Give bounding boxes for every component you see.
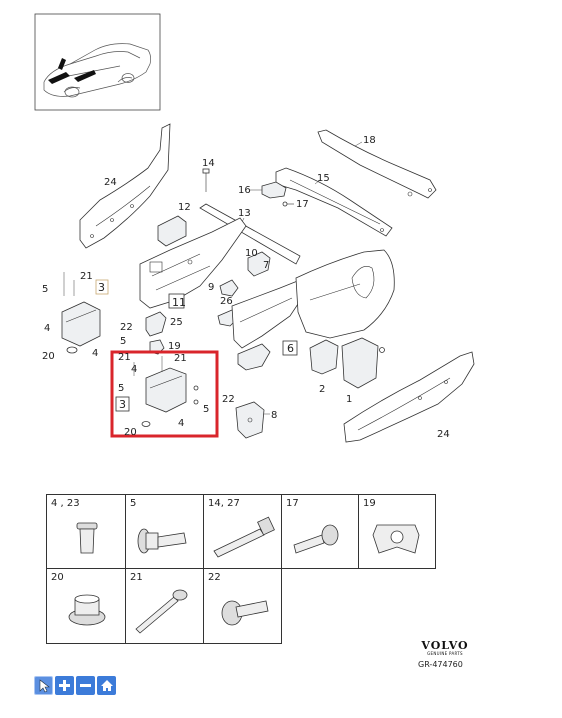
diagram-reference: GR-474760 [418,660,463,669]
legend-label: 21 [130,572,143,583]
pointer-button[interactable] [34,676,53,695]
callout-5-left-low: 5 [120,336,126,347]
callout-21-left: 21 [80,271,93,282]
callout-15: 15 [317,173,330,184]
highlighted-mount-group[interactable] [110,350,219,438]
legend-label: 4 , 23 [51,498,80,509]
callout-21-highlight-left: 21 [118,352,131,363]
legend-label: 22 [208,572,221,583]
callout-5-highlight-right: 5 [203,404,209,415]
bracket-9[interactable] [219,279,239,297]
zoom-in-icon [59,680,70,691]
callout-21-highlight-right: 21 [174,353,187,364]
zoom-out-button[interactable] [76,676,95,695]
stud-bolt-icon [135,589,188,634]
legend-cell-flange-nut[interactable]: 20 [46,568,126,644]
callout-16: 16 [238,185,251,196]
callout-5-highlight-left: 5 [118,383,124,394]
cross-member-18[interactable] [317,129,437,199]
callout-7: 7 [263,260,269,271]
legend-cell-rivet-nut[interactable]: 4 , 23 [46,494,126,569]
callout-3-left: 3 [98,281,105,294]
callout-17: 17 [296,199,309,210]
bracket-7[interactable] [247,251,271,277]
bar-13[interactable] [199,203,301,265]
engine-mount-3-left[interactable] [61,301,101,354]
hex-flange-bolt-icon [221,600,269,626]
home-button[interactable] [97,676,116,695]
callout-13: 13 [238,208,251,219]
callout-22-highlight: 22 [222,394,235,405]
legend-label: 14, 27 [208,498,240,509]
brand-subtitle: GENUINE PARTS [427,651,463,656]
mount-1[interactable] [341,337,385,389]
pointer-icon [39,678,50,692]
callout-18: 18 [363,135,376,146]
callout-9: 9 [208,282,214,293]
legend-label: 5 [130,498,137,509]
fastener-legend: 4 , 23 5 14, 27 17 19 2 [46,494,436,644]
legend-label: 17 [286,498,299,509]
callout-19: 19 [168,341,181,352]
callout-5-left-top: 5 [42,284,48,295]
lower-rail-24-right[interactable] [343,351,475,443]
radiator-support-15[interactable] [275,167,393,237]
bolt-14[interactable] [202,168,210,192]
callout-22-left: 22 [120,322,133,333]
callout-10: 10 [245,248,258,259]
mount-2[interactable] [309,339,339,375]
callout-24-right: 24 [437,429,450,440]
zoom-out-icon [80,684,91,687]
rivet-nut-icon [76,522,98,554]
wheel-apron-11[interactable] [139,217,247,309]
callout-26: 26 [220,296,233,307]
callout-1: 1 [346,394,352,405]
bracket-25[interactable] [145,311,167,337]
callout-25: 25 [170,317,183,328]
screw-icon [293,524,339,554]
callout-20-left: 20 [42,351,55,362]
legend-cell-clip[interactable]: 19 [358,494,436,569]
legend-label: 19 [363,498,376,509]
brand-logo-text: VOLVO [421,639,469,652]
callout-4-highlight-low: 4 [178,418,184,429]
legend-cell-flange-bolt[interactable]: 5 [125,494,204,569]
callout-12: 12 [178,202,191,213]
legend-cell-stud-bolt[interactable]: 21 [125,568,204,644]
screw-17[interactable] [282,201,294,207]
callout-14: 14 [202,158,215,169]
bracket-6-lower[interactable] [237,343,271,371]
bracket-8[interactable] [235,401,265,439]
home-icon [100,680,113,691]
legend-label: 20 [51,572,64,583]
upper-rail-24-left[interactable] [79,123,171,249]
long-bolt-icon [213,516,275,558]
clip-icon [372,524,420,554]
bracket-16[interactable] [261,181,287,199]
callout-2: 2 [319,384,325,395]
callout-20-highlight: 20 [124,427,137,438]
inner-apron[interactable] [231,279,307,349]
legend-cell-screw[interactable]: 17 [281,494,359,569]
bracket-12[interactable] [157,215,187,247]
callout-4-left: 4 [44,323,50,334]
legend-cell-long-bolt[interactable]: 14, 27 [203,494,282,569]
callout-8: 8 [271,410,277,421]
viewer-toolbar [34,676,116,696]
vehicle-thumbnail[interactable] [34,13,161,111]
flange-bolt-icon [137,528,187,554]
fender-panel-right[interactable] [295,249,395,339]
callout-6: 6 [287,342,294,355]
callout-11: 11 [172,296,186,309]
flange-nut-icon [68,594,106,626]
callout-3-highlight: 3 [119,398,126,411]
zoom-in-button[interactable] [55,676,74,695]
callout-4-highlight: 4 [131,364,137,375]
legend-cell-hex-flange-bolt[interactable]: 22 [203,568,282,644]
callout-4-left-low: 4 [92,348,98,359]
callout-24-left: 24 [104,177,117,188]
volvo-logo: VOLVO GENUINE PARTS [415,640,475,657]
